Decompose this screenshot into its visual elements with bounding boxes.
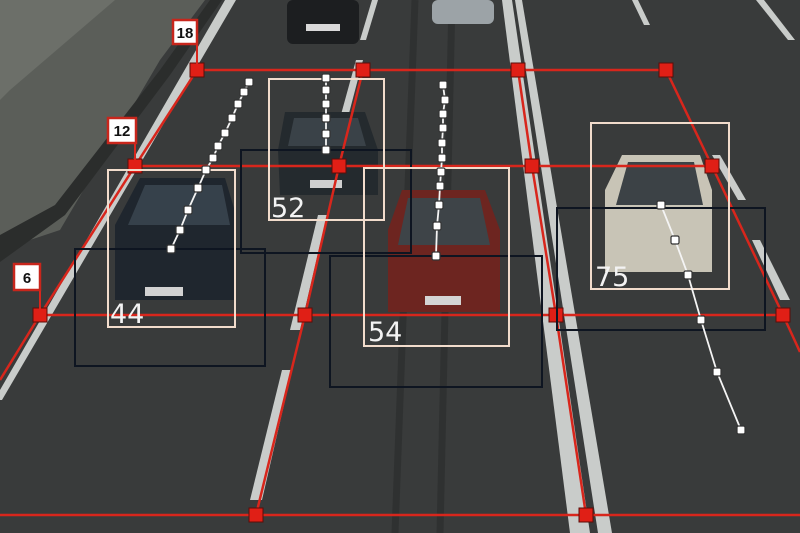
distance-text: 6 [23,270,31,287]
track-point [435,181,445,191]
grid-node[interactable] [355,62,371,78]
grid-node[interactable] [775,307,791,323]
grid-column-center-right [516,69,588,516]
track-point [438,109,448,119]
label-box [12,262,42,292]
lane-dash [250,370,292,500]
track-point [438,80,448,90]
track-point [712,367,722,377]
track-line-car-75 [660,204,742,431]
track-point [233,99,243,109]
license-plate [310,180,342,188]
track-point [656,200,666,210]
track-point [220,128,230,138]
track-point [193,183,203,193]
grid-node[interactable] [331,158,347,174]
grid-node[interactable] [704,158,720,174]
track-point [431,251,441,261]
lane-dash [360,0,378,40]
car-body [287,0,359,44]
speed-readout-lane3: 54 [368,317,402,348]
curb [0,0,222,262]
car-windshield [616,162,703,205]
label-box [106,116,138,145]
lane-line-double-b [515,0,612,533]
track-point [434,200,444,210]
track-point [208,153,218,163]
grid-node[interactable] [658,62,674,78]
car-distant-silver [432,0,494,24]
car-distant-dark [287,0,359,44]
grid-node[interactable] [297,307,313,323]
lane-dash-right [756,0,795,40]
lane-dash [290,215,327,330]
track-point [244,77,254,87]
lane-dash-right [632,0,650,25]
track-point [321,85,331,95]
license-plate [425,296,461,305]
track-point [321,145,331,155]
label-box [171,18,199,46]
license-plate [306,24,340,31]
detection-box[interactable] [590,122,730,290]
distance-label-12: 12 [106,116,138,160]
grid-node[interactable] [524,158,540,174]
distance-text: 12 [114,123,131,140]
distance-grid [0,68,800,517]
track-point [438,123,448,133]
track-point [437,138,447,148]
track-point [321,73,331,83]
grid-node[interactable] [32,307,48,323]
track-point [166,244,176,254]
track-point [440,95,450,105]
grid-nodes [32,62,791,523]
grid-node[interactable] [189,62,205,78]
detection-box[interactable] [107,169,236,328]
distance-label-6: 6 [12,262,42,309]
track-point [183,205,193,215]
track-point [437,153,447,163]
track-point [201,165,211,175]
grid-node[interactable] [578,507,594,523]
track-point [432,221,442,231]
track-point [227,113,237,123]
speed-readout-lane4: 75 [595,262,629,293]
track-points [166,73,746,435]
grid-node[interactable] [248,507,264,523]
track-point [696,315,706,325]
grid-column-center-left [254,69,365,516]
car-red [388,190,500,312]
track-point [321,99,331,109]
roadside-verge [0,0,205,250]
distance-text: 18 [177,25,194,42]
distance-label-18: 18 [171,18,199,64]
track-point [683,270,693,280]
car-white-mini [605,155,712,272]
detection-box[interactable] [363,167,510,347]
grid-column-left [0,69,199,381]
track-point [321,113,331,123]
car-windshield [128,185,230,225]
grid-node[interactable] [510,62,526,78]
track-point [670,235,680,245]
grid-column-right [664,69,800,353]
track-point [436,167,446,177]
lane-dash-right [752,240,790,300]
track-point [736,425,746,435]
car-body [432,0,494,24]
track-point [175,225,185,235]
sidewalk [0,0,115,100]
speed-readout-lane1: 44 [110,299,144,330]
speed-readout-lane2: 52 [271,193,305,224]
track-point [213,141,223,151]
car-windshield [398,198,490,245]
track-point [239,87,249,97]
track-point [321,129,331,139]
license-plate [145,287,183,296]
